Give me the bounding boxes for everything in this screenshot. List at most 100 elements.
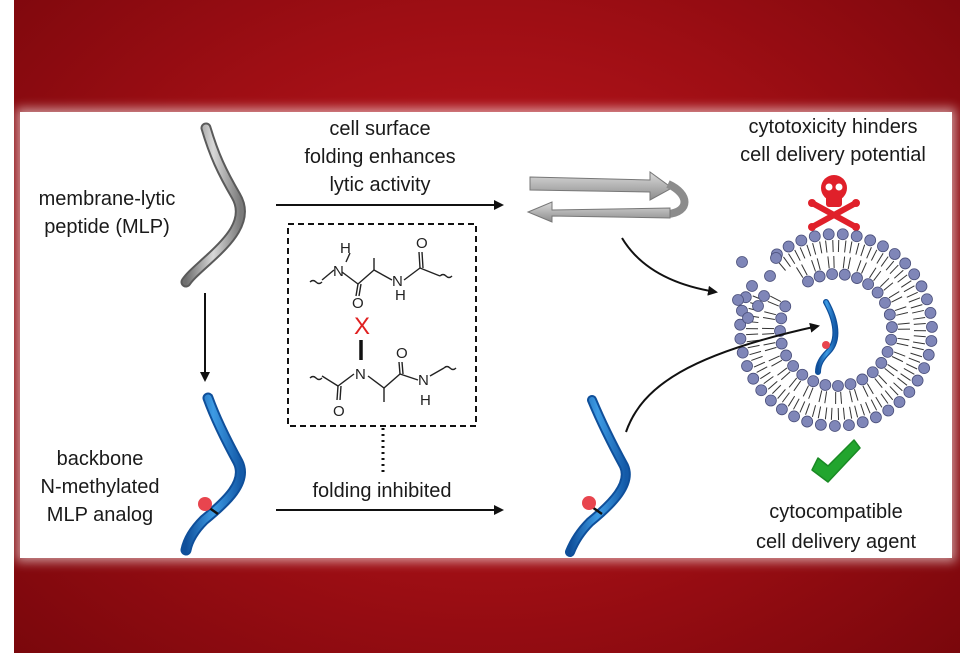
lysis-arrow <box>621 237 718 296</box>
lipid-head-inner <box>844 378 857 390</box>
skull-crossbones-icon <box>808 175 860 231</box>
lipid-head-outer <box>918 362 931 375</box>
lipid-head-outer <box>836 228 849 241</box>
folding-inhibited-label: folding inhibited <box>313 480 452 502</box>
blocked-hbond-mark: X <box>354 313 370 340</box>
lipid-head-inner <box>879 296 891 309</box>
lipid-head-inner <box>775 312 788 325</box>
lipid-head-outer <box>843 419 855 432</box>
lipid-head-outer <box>926 321 938 333</box>
lipid-head-outer <box>864 234 877 247</box>
lipid-head-outer <box>755 384 768 397</box>
mlp-label-line1: membrane-lytic <box>39 188 176 210</box>
displaced-lipid <box>742 312 754 324</box>
atom-n-bottom-left: N <box>355 366 366 383</box>
surface-label-line2: folding enhances <box>304 146 455 168</box>
displaced-lipid <box>746 280 758 292</box>
lipid-head-outer <box>925 335 938 347</box>
toxicity-label-line1: cytotoxicity hinders <box>749 116 918 138</box>
figure-panel <box>20 112 952 558</box>
lipid-head-inner <box>787 360 800 372</box>
atom-n-bottom-right: N <box>418 372 429 389</box>
lipid-head-inner <box>862 278 875 291</box>
internalized-peptide <box>815 299 839 375</box>
lipid-head-outer <box>908 268 921 281</box>
methylated-peptide-blue <box>180 392 246 556</box>
lipid-head-inner <box>866 366 879 379</box>
atom-n-top-left: N <box>333 263 344 280</box>
displaced-lipid <box>758 290 770 302</box>
atom-h-top-right: H <box>395 287 406 304</box>
lipid-head-outer <box>828 420 841 432</box>
mlp-label-line2: peptide (MLP) <box>44 216 170 238</box>
agent-label-line1: cytocompatible <box>769 501 902 523</box>
lipid-head-outer <box>814 418 827 431</box>
lipid-head-inner <box>796 368 809 381</box>
lipid-head-inner <box>883 308 896 321</box>
unfolded-peptide-blue <box>565 395 631 557</box>
lipid-head-outer <box>741 360 753 372</box>
lipid-head-outer <box>924 307 937 319</box>
toxicity-label-line2: cell delivery potential <box>740 144 926 166</box>
lipid-head-outer <box>788 410 800 423</box>
lipid-head-inner <box>875 357 888 369</box>
lipid-head-outer <box>899 257 912 270</box>
displaced-lipid <box>770 252 782 264</box>
chemistry-box <box>287 223 477 427</box>
lipid-head-outer <box>911 374 924 387</box>
atom-n-top-right: N <box>392 273 403 290</box>
lipid-vesicle <box>732 228 938 432</box>
lipid-head-outer <box>775 403 788 416</box>
lipid-head-inner <box>832 380 844 392</box>
lipid-head-inner <box>885 333 898 346</box>
lipid-head-outer <box>882 404 895 417</box>
lipid-head-outer <box>870 411 882 424</box>
lipid-head-outer <box>782 240 795 253</box>
lipid-head-outer <box>801 415 814 428</box>
lipid-head-outer <box>922 348 935 361</box>
agent-label-line2: cell delivery agent <box>756 531 917 553</box>
surface-label-line1: cell surface <box>329 118 430 140</box>
lipid-head-outer <box>734 332 747 345</box>
amide-backbone-top <box>309 251 453 297</box>
lipid-head-outer <box>921 293 933 306</box>
amide-backbone-bottom <box>309 361 457 402</box>
lipid-head-inner <box>779 300 792 313</box>
lipid-head-inner <box>886 321 898 333</box>
atom-h-top: H <box>340 240 351 257</box>
checkmark-icon <box>811 439 861 483</box>
lipid-head-outer <box>893 396 906 408</box>
lipid-head-outer <box>808 230 821 243</box>
lipid-head-outer <box>822 228 835 241</box>
delivery-arrow <box>625 322 820 433</box>
lipid-head-inner <box>780 349 793 362</box>
lipid-head-inner <box>871 286 884 299</box>
atom-o-top-left: O <box>352 295 364 312</box>
displaced-lipid <box>752 300 764 312</box>
lipid-head-inner <box>775 337 788 350</box>
displaced-lipid <box>764 270 776 282</box>
lipid-head-inner <box>802 275 814 288</box>
surface-label-line3: lytic activity <box>329 174 430 196</box>
lipid-head-outer <box>856 416 869 429</box>
displaced-lipid <box>732 294 744 306</box>
lipid-head-outer <box>888 248 901 260</box>
lipid-head-outer <box>850 230 863 243</box>
lipid-head-inner <box>856 373 869 386</box>
lipid-head-outer <box>747 372 760 385</box>
lipid-head-inner <box>813 270 826 283</box>
atom-o-top-right: O <box>416 235 428 252</box>
lipid-head-inner <box>851 272 863 284</box>
lipid-head-inner <box>807 375 820 388</box>
lipid-head-inner <box>838 268 851 281</box>
analog-label-line3: MLP analog <box>47 504 153 526</box>
lipid-head-outer <box>795 234 808 247</box>
lipid-head-outer <box>877 240 889 253</box>
displaced-lipid <box>736 256 748 268</box>
analog-label-line1: backbone <box>57 448 144 470</box>
lipid-head-outer <box>915 280 928 293</box>
atom-o-bottom-mid: O <box>396 345 408 362</box>
lipid-head-outer <box>764 394 777 407</box>
atom-o-bottom-left: O <box>333 403 345 420</box>
